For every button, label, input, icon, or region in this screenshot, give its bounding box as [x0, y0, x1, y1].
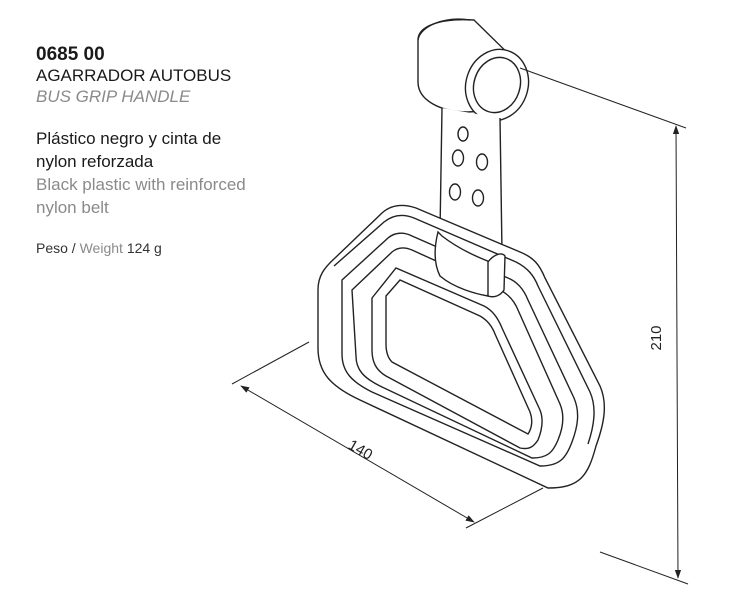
weight-separator: / [67, 240, 80, 256]
product-name-es: AGARRADOR AUTOBUS [36, 66, 232, 85]
weight-value: 124 g [126, 240, 162, 256]
product-name-en: BUS GRIP HANDLE [36, 87, 191, 106]
product-weight: Peso / Weight 124 g [36, 239, 336, 257]
product-spec: 0685 00 AGARRADOR AUTOBUS BUS GRIP HANDL… [36, 44, 336, 257]
description-en-line-2: nylon belt [36, 198, 109, 217]
description-en-line-1: Black plastic with reinforced [36, 175, 246, 194]
product-description: Plástico negro y cinta de nylon reforzad… [36, 127, 336, 219]
weight-label-es: Peso [36, 240, 68, 256]
dimension-width [231, 341, 544, 529]
strap-loop [434, 230, 506, 298]
grip-ring [317, 204, 606, 489]
dimension-height [519, 67, 689, 585]
dimension-height-label: 210 [648, 325, 665, 350]
description-es-line-2: nylon reforzada [36, 152, 154, 171]
description-es-line-1: Plástico negro y cinta de [36, 129, 222, 148]
dimension-width-label: 140 [345, 436, 375, 463]
mounting-tube [417, 18, 530, 122]
weight-label-en: Weight [79, 240, 123, 256]
product-code: 0685 00 [36, 44, 105, 65]
